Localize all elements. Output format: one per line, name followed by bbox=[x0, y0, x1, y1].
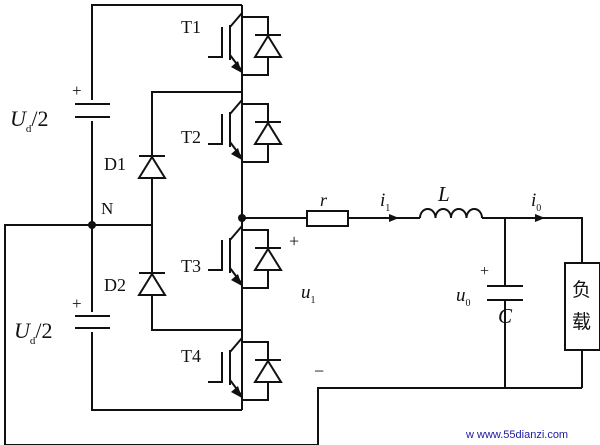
junction-dots bbox=[88, 214, 246, 229]
igbt-t1 bbox=[208, 12, 283, 76]
clamp-diode-d2 bbox=[137, 272, 167, 296]
upper-capacitor bbox=[75, 103, 110, 118]
igbt-t4 bbox=[208, 337, 283, 401]
clamp-diode-d1 bbox=[137, 155, 167, 179]
lower-capacitor bbox=[75, 315, 110, 329]
diode-label-d1: D1 bbox=[104, 154, 126, 174]
igbt-t2 bbox=[208, 99, 283, 163]
clamp-column bbox=[151, 91, 242, 331]
bottom-rail bbox=[91, 332, 242, 411]
emitter-arrow bbox=[231, 148, 242, 160]
top-rail bbox=[91, 4, 242, 100]
neutral-loop bbox=[4, 224, 505, 445]
watermark-text: w www.55dianzi.com bbox=[465, 429, 568, 441]
voltage-u0-label: u0 bbox=[456, 285, 471, 309]
transistor-layer bbox=[208, 12, 283, 401]
wires bbox=[4, 4, 583, 445]
lower-source-label: Ud/2 bbox=[14, 318, 53, 347]
freewheel-diode bbox=[253, 247, 283, 271]
emitter-arrow bbox=[231, 61, 242, 73]
transistor-label-t4: T4 bbox=[181, 346, 201, 366]
inductor bbox=[419, 208, 483, 219]
current-i0-label: i0 bbox=[531, 190, 541, 214]
lower-plus-sign: + bbox=[72, 294, 82, 313]
transistor-label-t1: T1 bbox=[181, 17, 201, 37]
resistor-label: r bbox=[320, 190, 328, 210]
upper-plus-sign: + bbox=[72, 81, 82, 100]
output-capacitor bbox=[487, 285, 523, 301]
resistor bbox=[306, 210, 349, 227]
inductor-label: L bbox=[437, 182, 450, 206]
output-top-wire bbox=[482, 217, 583, 263]
freewheel-diode bbox=[253, 34, 283, 58]
current-i1-label: i1 bbox=[380, 190, 390, 214]
output-plus-sign: + bbox=[289, 231, 299, 251]
voltage-u1-label: u1 bbox=[301, 282, 316, 306]
node-label: N bbox=[101, 199, 113, 218]
transistor-label-t3: T3 bbox=[181, 256, 201, 276]
emitter-arrow bbox=[231, 386, 242, 398]
load-char-1: 负 bbox=[572, 279, 591, 301]
capacitor-label: C bbox=[498, 304, 513, 328]
igbt-t3 bbox=[208, 225, 283, 289]
emitter-arrow bbox=[231, 274, 242, 286]
output-minus-sign: − bbox=[314, 361, 324, 381]
transistor-label-t2: T2 bbox=[181, 127, 201, 147]
load-char-2: 载 bbox=[572, 311, 591, 333]
upper-source-label: Ud/2 bbox=[10, 106, 49, 135]
freewheel-diode bbox=[253, 121, 283, 145]
cap-plus-sign: + bbox=[480, 263, 489, 280]
diode-label-d2: D2 bbox=[104, 275, 126, 295]
clamp-diode-layer bbox=[137, 155, 167, 296]
load-box bbox=[564, 262, 600, 351]
freewheel-diode bbox=[253, 359, 283, 383]
